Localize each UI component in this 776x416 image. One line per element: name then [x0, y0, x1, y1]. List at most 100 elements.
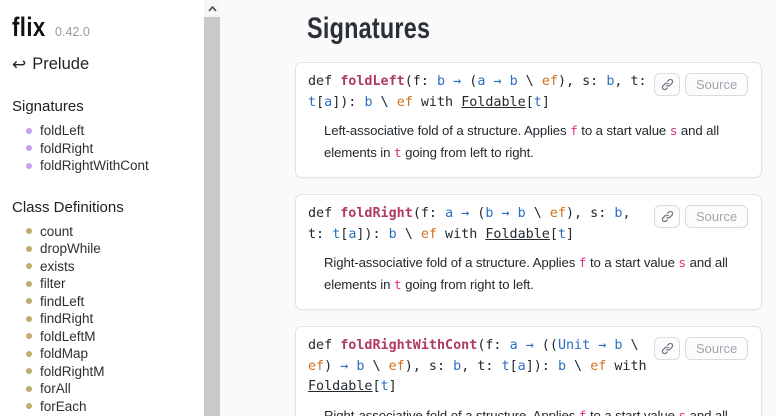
bullet-icon [26, 228, 32, 235]
class-link-Foldable[interactable]: Foldable [485, 226, 550, 242]
page-title: Signatures [307, 12, 431, 45]
chain-link-icon [661, 78, 673, 91]
class-link-Foldable[interactable]: Foldable [461, 94, 526, 110]
code-token: b [614, 206, 623, 221]
code-token: → [453, 74, 462, 89]
code-token: → [525, 338, 534, 353]
code-token: b [614, 338, 623, 353]
code-token: [ [316, 94, 325, 110]
sidebar-item-foldMap[interactable]: foldMap [12, 345, 204, 363]
code-token: with [437, 226, 486, 242]
sidebar-item-forEach[interactable]: forEach [12, 398, 204, 416]
code-token: t [308, 94, 317, 110]
sidebar-scrollbar[interactable] [204, 0, 220, 416]
prelude-back-link[interactable]: ↩ Prelude [12, 55, 204, 74]
source-button[interactable]: Source [685, 205, 749, 228]
code-token: \ [622, 338, 647, 353]
code-token: → [340, 358, 349, 374]
inline-code: f [578, 408, 587, 416]
description-text: Right-associative fold of a structure. A… [324, 255, 579, 270]
code-token: , t: [614, 74, 655, 89]
sidebar-item-filter[interactable]: filter [12, 275, 204, 293]
scrollbar-thumb[interactable] [204, 17, 220, 416]
sidebar-item-count[interactable]: count [12, 223, 204, 241]
sidebar-item-foldRightWithCont[interactable]: foldRightWithCont [12, 157, 204, 175]
bullet-icon [26, 263, 32, 270]
sidebar-item-label: foldRightM [40, 363, 105, 379]
sidebar-item-label: dropWhile [40, 241, 101, 257]
chevron-up-icon [207, 5, 217, 12]
function-description: Left-associative fold of a structure. Ap… [324, 120, 747, 164]
code-token: (f: [477, 338, 510, 353]
sidebar-item-findLeft[interactable]: findLeft [12, 293, 204, 311]
bullet-icon [26, 245, 32, 252]
source-button[interactable]: Source [685, 73, 749, 96]
code-token: t [501, 358, 510, 374]
description-text: Right-associative fold of a structure. A… [324, 407, 579, 416]
sidebar-item-label: findLeft [40, 293, 85, 309]
code-token: t [533, 94, 542, 110]
code-token [502, 74, 510, 89]
sidebar-item-label: count [40, 223, 74, 239]
code-token: ) [324, 358, 341, 374]
signature-card-foldRight: def foldRight(f: a → (b → b \ ef), s: b,… [295, 194, 762, 310]
code-token: a [324, 94, 333, 110]
sidebar-item-label: foldRightWithCont [40, 158, 149, 174]
code-token: [ [549, 226, 558, 242]
permalink-button[interactable] [654, 205, 680, 228]
sidebar-item-foldRightM[interactable]: foldRightM [12, 363, 204, 381]
code-token: ]): [525, 358, 558, 374]
bullet-icon [26, 385, 32, 392]
inline-code: f [570, 124, 578, 139]
code-token: ] [388, 379, 397, 394]
code-token: b [517, 206, 526, 221]
return-arrow-icon: ↩ [12, 55, 27, 74]
flix-logo: flix [12, 12, 46, 42]
code-token: ef [420, 226, 437, 242]
code-token [445, 74, 453, 89]
inline-code: s [678, 256, 687, 271]
permalink-button[interactable] [654, 337, 680, 360]
code-token: [ [525, 94, 534, 110]
card-header: def foldRight(f: a → (b → b \ ef), s: b,… [308, 204, 749, 245]
code-token: , t: [461, 358, 502, 374]
code-token: b [437, 74, 446, 89]
code-token: ), s: [557, 74, 607, 89]
function-signature: def foldRight(f: a → (b → b \ ef), s: b,… [308, 204, 654, 245]
permalink-button[interactable] [654, 73, 680, 96]
description-text: and all elements in [689, 407, 728, 416]
scroll-up-button[interactable] [204, 0, 220, 17]
card-actions: Source [654, 72, 749, 96]
signature-card-foldLeft: def foldLeft(f: b → (a → b \ ef), s: b, … [295, 62, 762, 178]
bullet-icon [26, 403, 32, 410]
sidebar-item-dropWhile[interactable]: dropWhile [12, 240, 204, 258]
code-token: \ [364, 358, 389, 374]
code-token: ef [388, 358, 405, 374]
code-token: [ [340, 226, 349, 242]
code-token [493, 206, 501, 221]
sidebar-item-label: findRight [40, 311, 94, 327]
logo-row: flix 0.42.0 [12, 12, 204, 43]
code-token: b [557, 358, 566, 374]
sidebar-item-foldLeft[interactable]: foldLeft [12, 122, 204, 140]
code-token: b [606, 74, 615, 89]
code-token: t [557, 226, 566, 242]
sidebar-item-foldLeftM[interactable]: foldLeftM [12, 328, 204, 346]
source-button[interactable]: Source [685, 337, 749, 360]
code-token: b [453, 358, 462, 374]
code-token: (( [533, 338, 558, 353]
class-link-Foldable[interactable]: Foldable [308, 379, 373, 394]
sidebar-item-exists[interactable]: exists [12, 258, 204, 276]
sidebar-item-label: foldLeft [40, 123, 85, 139]
code-token: , t: [308, 206, 639, 242]
code-token: a [477, 74, 486, 89]
code-token: → [598, 338, 607, 353]
signature-card-foldRightWithCont: def foldRightWithCont(f: a → ((Unit → b … [295, 326, 762, 416]
sidebar-item-findRight[interactable]: findRight [12, 310, 204, 328]
sidebar-item-forAll[interactable]: forAll [12, 380, 204, 398]
bullet-icon [26, 145, 32, 152]
code-token: foldRight [340, 206, 413, 221]
inline-code: t [393, 278, 402, 293]
sidebar-item-foldRight[interactable]: foldRight [12, 140, 204, 158]
